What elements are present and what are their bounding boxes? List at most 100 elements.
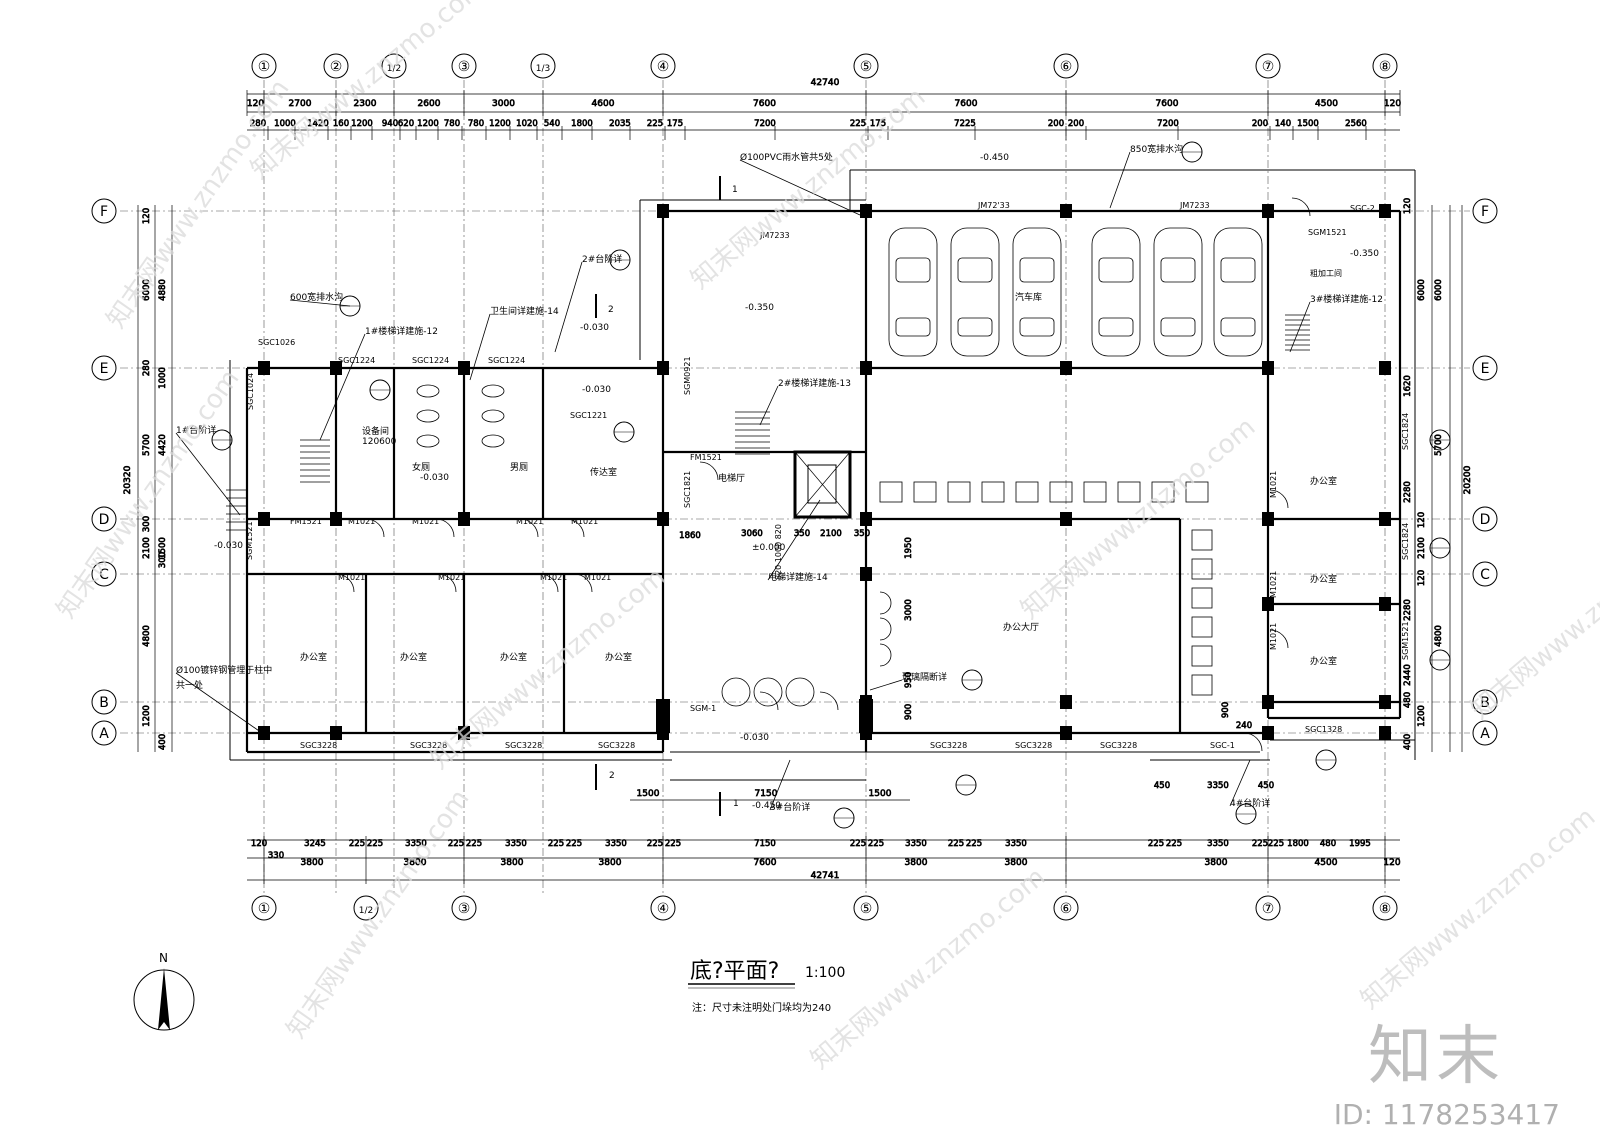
car-rear-window [1160, 317, 1196, 337]
dim-right-total: 20200 [1463, 465, 1473, 494]
dim-bottom-detail: 225 [548, 839, 564, 849]
door-label: SGM1521 [1401, 621, 1410, 660]
watermark-site: 知末网www.znzmo.com [101, 74, 295, 334]
toilet [416, 409, 440, 423]
door-label: SGC3228 [1015, 741, 1052, 750]
callout-text: 1#台阶详 [176, 424, 216, 436]
dim-left-seg: 280 [142, 360, 152, 376]
dim-bottom-detail: 225 [966, 839, 982, 849]
dim-right-seg: 1620 [1403, 375, 1413, 397]
level-mark: -0.350 [1350, 249, 1379, 259]
dim-left-seg: 6000 [142, 279, 152, 301]
desk [1049, 481, 1073, 503]
dim-right-seg: 400 [1403, 734, 1413, 750]
door-label: M1021 [1269, 571, 1278, 598]
room-equipment: 设备间 [362, 425, 389, 437]
axis-right-bubble-circle [1472, 506, 1498, 532]
dim-top-detail: 200 [1068, 119, 1084, 129]
lift-shaft [793, 450, 852, 519]
callout-text: 共一处 [176, 679, 203, 691]
dim-bottom-detail: 120 [251, 839, 267, 849]
axis-bottom-bubble-circle [1053, 895, 1079, 921]
axis-top-bubble-circle [853, 53, 879, 79]
dim-left-seg: 400 [158, 734, 168, 750]
dim-right-seg: 120 [1417, 512, 1427, 528]
dim-bottom-seg: 3800 [501, 858, 524, 868]
dim-bottom-detail: 3245 [304, 839, 326, 849]
axis-bottom-bubble-label: 1/2 [359, 906, 373, 916]
dim-bottom-detail: 225 [948, 839, 964, 849]
column [458, 361, 470, 375]
dim-right-seg: 6000 [1434, 279, 1444, 301]
leader-line [289, 299, 351, 307]
desk [947, 481, 971, 503]
dim-top-detail: 940 [382, 119, 398, 129]
column [1379, 695, 1391, 709]
dim-left-seg: 1200 [142, 705, 152, 727]
dim-top-detail: 1000 [274, 119, 296, 129]
callout-text: 1 [733, 799, 739, 809]
axis-right-bubble-label: C [1480, 567, 1490, 583]
dim-top-detail: 280 [250, 119, 266, 129]
dim-top-seg: 4500 [1315, 99, 1338, 109]
dim-bottom-seg: 120 [1383, 858, 1400, 868]
toilet [481, 384, 505, 398]
desk [1191, 645, 1213, 667]
axis-bottom-bubble-circle [451, 895, 477, 921]
dim-left-seg: 4880 [158, 279, 168, 301]
watermark-site: 知末网www.znzmo.com [1465, 512, 1600, 725]
dim-bottom-seg: 330 [268, 851, 284, 861]
callout-text: 120600 [362, 437, 397, 447]
dim-bottom-detail: 1995 [1349, 839, 1371, 849]
axis-top-bubble-circle [381, 53, 407, 79]
axis-top-bubble-label: ⑤ [860, 59, 873, 75]
toilet [416, 384, 440, 398]
callout-text: 玻璃隔断详 [902, 671, 947, 683]
axis-top-bubble-label: ② [330, 59, 343, 75]
dim-bottom-detail: 3350 [905, 839, 927, 849]
lift-shaft-cross [794, 451, 851, 518]
dim-bottom-seg: 3800 [404, 858, 427, 868]
door-label: M1021 [1269, 623, 1278, 650]
callout-text: 1#楼梯详建施-12 [365, 325, 438, 337]
dim-small: 2100 [820, 529, 842, 539]
callout-text: 2 [608, 305, 614, 315]
dim-top-detail: 7200 [1157, 119, 1179, 129]
dim-top-seg: 7600 [753, 99, 776, 109]
car [1012, 227, 1062, 357]
door-swing [435, 518, 455, 538]
stair-1 [300, 439, 330, 483]
axis-left-bubble-label: C [99, 567, 109, 583]
dim-right-seg: 2280 [1403, 481, 1413, 503]
door-label: M1021 [516, 517, 543, 526]
revolving-door [785, 677, 815, 707]
room-workshop: 粗加工间 [1310, 268, 1342, 278]
dim-bottom-seg: 3800 [1005, 858, 1028, 868]
toilet [481, 409, 505, 423]
dim-right-seg: 1200 [1417, 705, 1427, 727]
lift-car [807, 464, 837, 504]
dim-small: 3350 [1207, 781, 1229, 791]
dim-entrance: 1500 [869, 789, 892, 799]
dim-top-detail: 780 [468, 119, 484, 129]
door-label: SGC1821 [683, 471, 692, 508]
column [258, 726, 270, 740]
folding-door [879, 591, 892, 615]
dim-bottom-seg: 7600 [754, 858, 777, 868]
north-arrow-needle [158, 968, 170, 1030]
column [860, 512, 872, 526]
dim-left-seg: 300 [142, 516, 152, 532]
dim-top-detail: 2035 [609, 119, 631, 129]
car-windshield [1160, 257, 1196, 283]
dim-bottom-detail: 3350 [405, 839, 427, 849]
column [1262, 695, 1274, 709]
car-windshield [1019, 257, 1055, 283]
dim-top-detail: 200 [1048, 119, 1064, 129]
axis-left-bubble-label: B [99, 695, 109, 711]
level-mark: -0.030 [214, 541, 243, 551]
dim-small: 950 [904, 672, 914, 688]
column [330, 726, 342, 740]
room-reception: 传达室 [590, 466, 617, 478]
